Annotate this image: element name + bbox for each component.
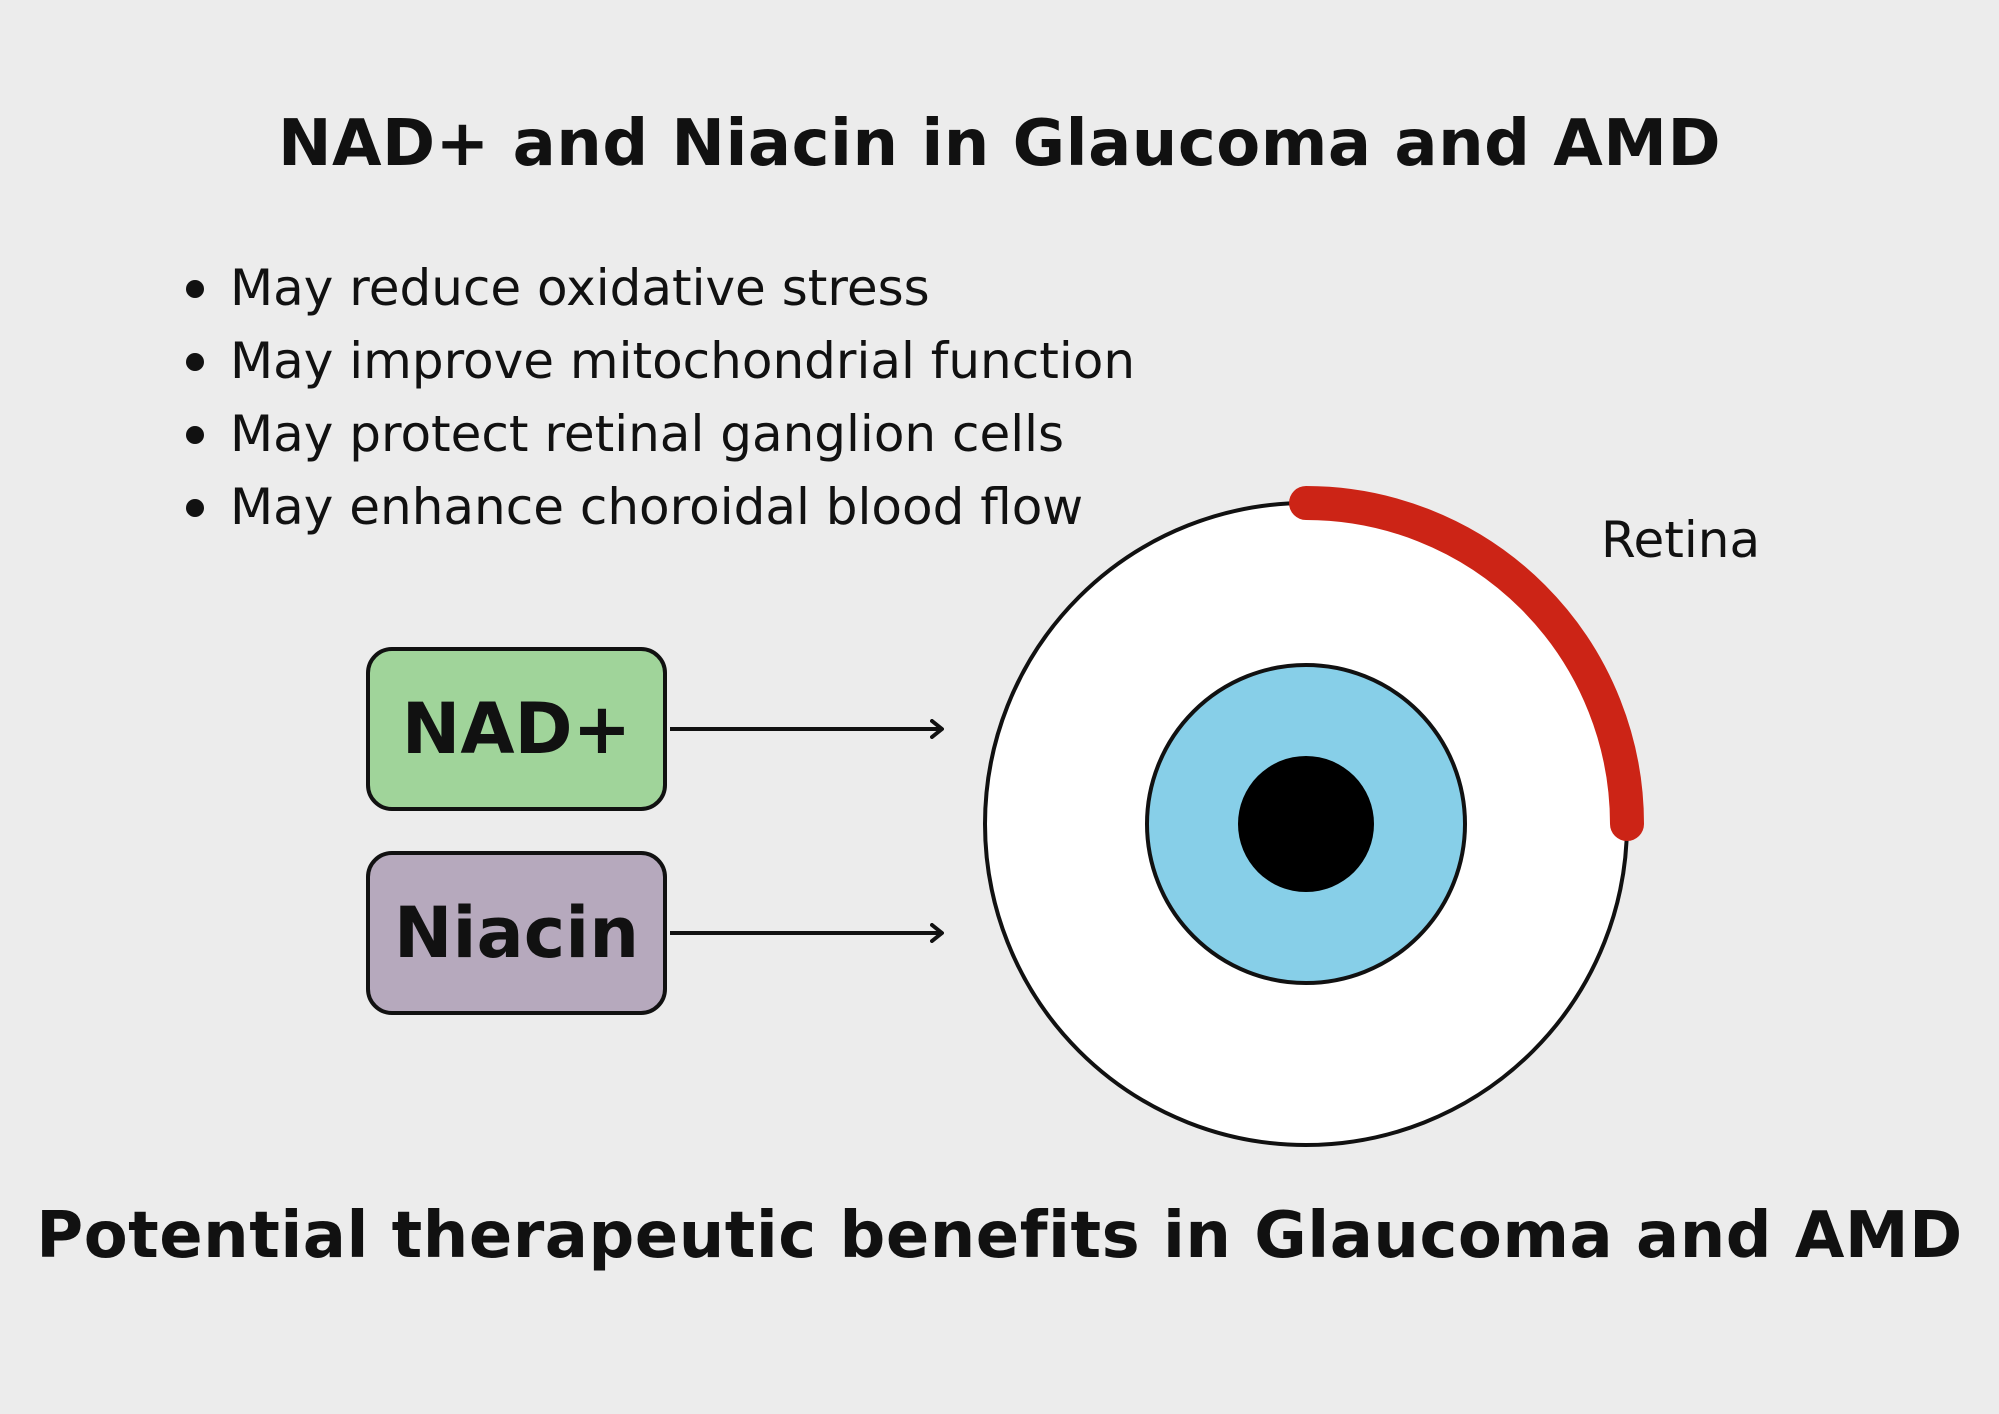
nad-box-label: NAD+ [401, 688, 632, 770]
pupil [1238, 756, 1374, 892]
niacin-box-label: Niacin [393, 892, 640, 974]
diagram-title: NAD+ and Niacin in Glaucoma and AMD [277, 107, 1722, 181]
niacin-box: Niacin [366, 851, 667, 1015]
benefits-list: May reduce oxidative stress May improve … [182, 252, 1135, 544]
diagram-caption: Potential therapeutic benefits in Glauco… [36, 1199, 1963, 1273]
retina-arc [1289, 486, 1644, 841]
benefit-item: May enhance choroidal blood flow [182, 471, 1135, 544]
nad-box: NAD+ [366, 647, 667, 811]
benefit-item: May improve mitochondrial function [182, 325, 1135, 398]
benefit-item: May protect retinal ganglion cells [182, 398, 1135, 471]
benefit-item: May reduce oxidative stress [182, 252, 1135, 325]
retina-label: Retina [1601, 511, 1761, 569]
